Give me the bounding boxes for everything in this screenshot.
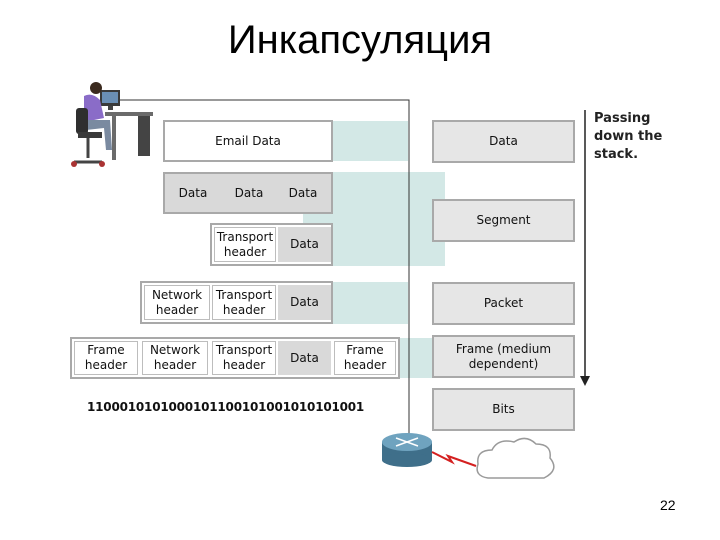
down-arrow-icon bbox=[580, 110, 590, 386]
pdu-frame: Frame (medium dependent) bbox=[432, 335, 575, 378]
network-cloud-icon bbox=[477, 438, 554, 478]
data-cell: Data bbox=[223, 176, 275, 210]
frame-data: Data bbox=[278, 341, 331, 375]
packet-row: Network header Transport header Data bbox=[140, 281, 333, 324]
data-cell: Data bbox=[277, 176, 329, 210]
band-data bbox=[333, 121, 408, 161]
email-data-box: Email Data bbox=[163, 120, 333, 162]
transport-header: Transport header bbox=[212, 341, 276, 375]
passing-caption: Passing down the stack. bbox=[594, 110, 674, 164]
bits-string: 1100010101000101100101001010101001 bbox=[87, 400, 364, 414]
segment-data: Data bbox=[278, 227, 331, 262]
frame-trailer: Frame header bbox=[334, 341, 396, 375]
pdu-data: Data bbox=[432, 120, 575, 163]
band-packet bbox=[333, 282, 408, 324]
network-header: Network header bbox=[142, 341, 208, 375]
transport-header: Transport header bbox=[212, 285, 276, 320]
data-row: Data Data Data bbox=[163, 172, 333, 214]
user-at-computer-icon bbox=[71, 82, 153, 167]
pdu-segment: Segment bbox=[432, 199, 575, 242]
segment-row: Transport header Data bbox=[210, 223, 333, 266]
page-title: Инкапсуляция bbox=[0, 18, 720, 63]
data-cell: Data bbox=[167, 176, 219, 210]
transport-header: Transport header bbox=[214, 227, 276, 262]
pdu-bits: Bits bbox=[432, 388, 575, 431]
band-frame bbox=[400, 338, 432, 378]
frame-header: Frame header bbox=[74, 341, 138, 375]
lightning-link-icon bbox=[432, 452, 476, 466]
frame-row: Frame header Network header Transport he… bbox=[70, 337, 400, 379]
pdu-packet: Packet bbox=[432, 282, 575, 325]
page-number: 22 bbox=[660, 497, 676, 513]
router-icon bbox=[382, 433, 432, 467]
packet-data: Data bbox=[278, 285, 331, 320]
network-header: Network header bbox=[144, 285, 210, 320]
